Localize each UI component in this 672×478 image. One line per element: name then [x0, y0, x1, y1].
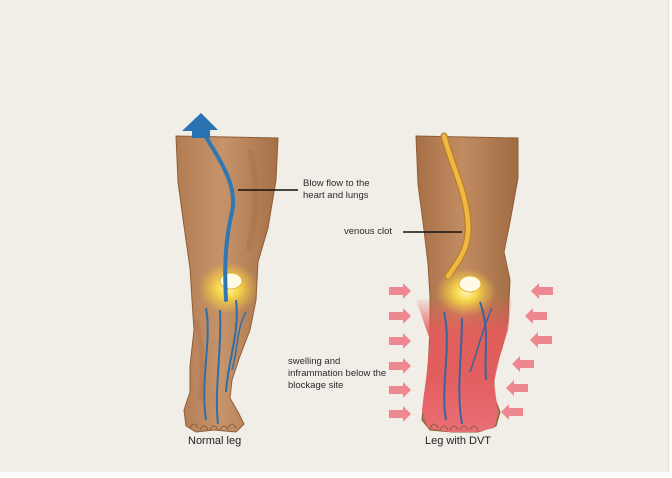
arrow-right-icon — [389, 308, 411, 324]
arrow-right-icon — [389, 406, 411, 422]
arrow-left-icon — [512, 356, 534, 372]
dvt-leg — [403, 136, 518, 432]
arrow-left-icon — [501, 404, 523, 420]
swelling-label-line-1: swelling and — [288, 356, 386, 368]
inflammation-area — [416, 296, 512, 432]
swelling-label-line-2: inframmation below the — [288, 368, 386, 380]
normal-leg-caption: Normal leg — [188, 435, 241, 447]
arrow-right-icon — [389, 333, 411, 349]
venous-clot-label: venous clot — [344, 226, 392, 238]
arrow-right-icon — [389, 358, 411, 374]
arrow-left-icon — [506, 380, 528, 396]
arrow-right-icon — [389, 283, 411, 299]
blood-flow-arrow-icon — [182, 113, 218, 138]
blood-flow-label-line-2: heart and lungs — [303, 190, 370, 202]
normal-leg — [176, 113, 298, 432]
arrow-left-icon — [525, 308, 547, 324]
blood-flow-label-line-1: Blow flow to the — [303, 178, 370, 190]
dvt-knee-joint — [436, 268, 496, 316]
dvt-leg-caption: Leg with DVT — [425, 435, 491, 447]
swelling-label-line-3: blockage site — [288, 380, 386, 392]
swelling-label: swelling and inframmation below the bloc… — [288, 356, 386, 392]
arrow-right-icon — [389, 382, 411, 398]
blood-flow-label: Blow flow to the heart and lungs — [303, 178, 370, 202]
arrow-left-icon — [530, 332, 552, 348]
arrow-left-icon — [531, 283, 553, 299]
